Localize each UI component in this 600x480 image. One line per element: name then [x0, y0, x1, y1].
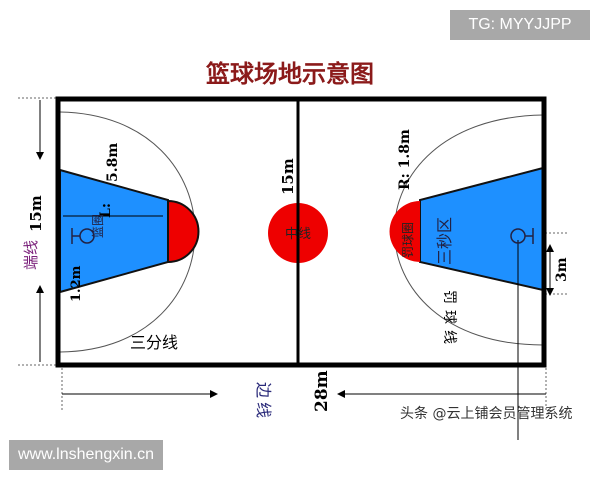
side-line-label: 边线 [254, 382, 273, 422]
free-throw-semicircle-left [167, 199, 200, 264]
basket-label: 篮圈 [90, 214, 105, 238]
free-throw-line-label: 罚球线 [441, 290, 457, 350]
key-top-length: 5.8m [105, 143, 121, 182]
end-line-length: 15m [27, 195, 45, 232]
tg-badge: TG: MYYJJPP [450, 10, 590, 40]
center-width-length: 15m [279, 158, 297, 195]
source-watermark: 头条 @云上铺会员管理系统 [400, 405, 572, 422]
arrow-heads [36, 152, 554, 398]
diagram-title: 篮球场地示意图 [205, 59, 374, 88]
dimension-guides [18, 97, 568, 410]
dimension-arrows [39, 100, 551, 440]
side-line-length: 28m [312, 370, 332, 412]
basket-icon-right [510, 228, 534, 244]
end-line-label: 端线 [22, 240, 40, 270]
basket-offset-length: 1.2m [69, 265, 84, 302]
radius-label: R: 1.8m [397, 129, 413, 190]
website-badge: www.lnshengxin.cn [9, 440, 163, 470]
key-depth-label: L: [98, 203, 114, 218]
three-m-length: 3m [554, 257, 570, 282]
free-throw-circle-label: 罚球圈 [401, 222, 415, 258]
center-circle-label: 中线 [285, 227, 311, 242]
three-point-line-label: 三分线 [130, 333, 178, 352]
three-second-area-label: 三秒区 [435, 217, 454, 265]
free-throw-semicircle-right [389, 201, 420, 262]
court-boundary [55, 96, 547, 368]
basket-icon-left [71, 228, 95, 244]
